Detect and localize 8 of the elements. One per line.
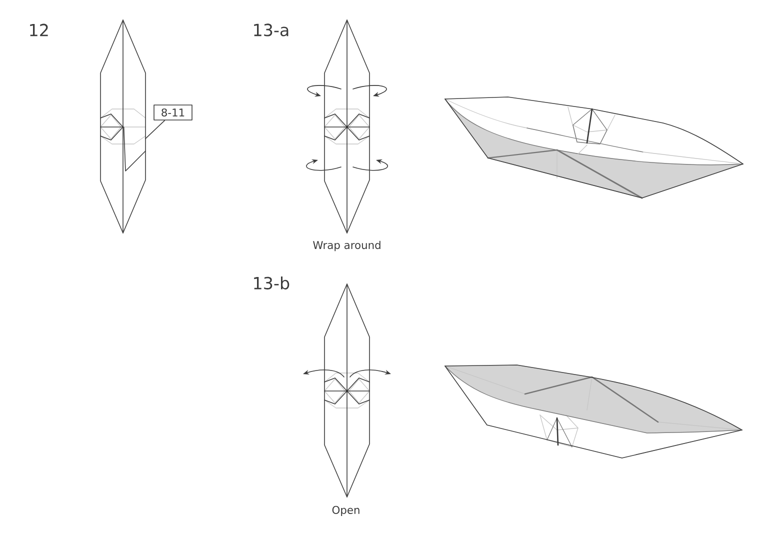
paper-flap bbox=[123, 126, 146, 172]
step-number: 13-a bbox=[254, 24, 288, 36]
step-number: 13-b bbox=[254, 276, 290, 290]
reference-box: 8-11 bbox=[154, 104, 192, 120]
step-number: 12 bbox=[30, 24, 48, 36]
caption-text: Wrap around bbox=[313, 240, 380, 252]
caption-text: Open bbox=[332, 506, 360, 516]
leader-line bbox=[145, 120, 166, 140]
